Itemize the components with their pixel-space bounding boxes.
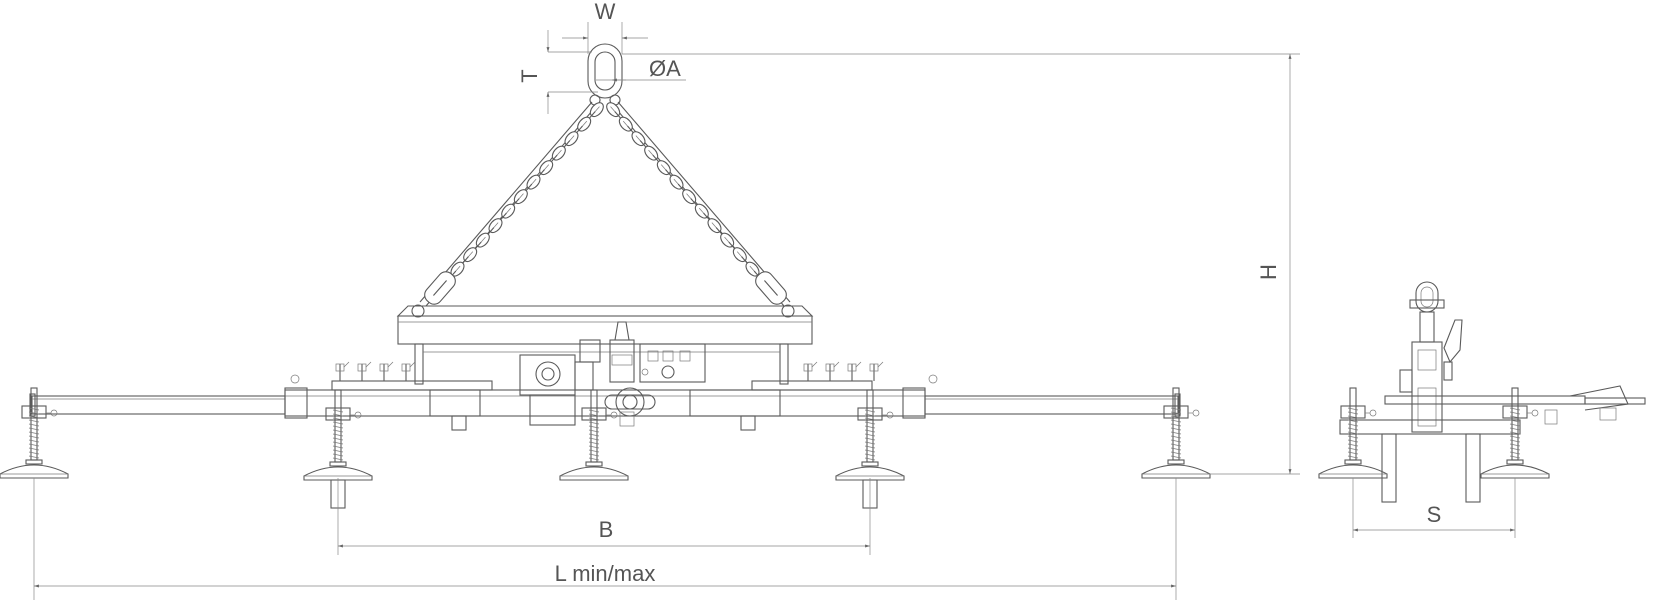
label-w: W [595, 0, 616, 24]
main-frame [29, 380, 1181, 431]
label-a: ØA [649, 56, 681, 81]
dimension-lines [33, 22, 1516, 600]
vacuum-pad [1318, 387, 1388, 479]
vacuum-pad [1480, 387, 1550, 479]
label-t: T [517, 69, 542, 82]
vacuum-pad [559, 389, 629, 481]
vacuum-pad [0, 387, 69, 479]
dimension-labels: W T ØA H B L min/max S [517, 0, 1441, 586]
label-b: B [599, 517, 614, 542]
label-l: L min/max [555, 561, 656, 586]
vacuum-pads [0, 387, 1211, 509]
lifting-shackle [587, 43, 623, 106]
control-unit [519, 321, 706, 427]
front-view [0, 43, 1211, 509]
side-view [1318, 281, 1646, 503]
vacuum-pad [835, 389, 905, 509]
label-h: H [1256, 264, 1281, 280]
vacuum-pad [1141, 387, 1211, 479]
label-s: S [1427, 502, 1442, 527]
vacuum-pad [303, 389, 373, 509]
spreader-beam [396, 305, 814, 385]
lifting-chains [411, 101, 795, 318]
vacuum-valves [290, 361, 938, 384]
